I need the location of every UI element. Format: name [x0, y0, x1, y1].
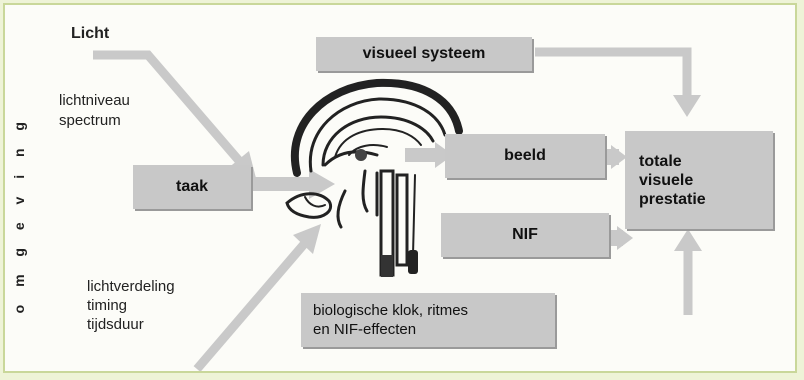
lichtniveau-label: lichtniveau	[59, 92, 130, 110]
arrow-verdeling-to-brain	[197, 243, 305, 369]
pineal-dot	[355, 149, 367, 161]
brainstem-base	[381, 255, 393, 277]
taak-label: taak	[176, 178, 208, 196]
bio-line-2: en NIF-effecten	[313, 320, 416, 339]
tijdsduur-label: tijdsduur	[87, 316, 144, 334]
beeld-label: beeld	[504, 147, 546, 165]
visueel-systeem-label: visueel systeem	[363, 45, 486, 63]
arrow-beeld-shaft	[405, 148, 439, 162]
nif-label: NIF	[512, 226, 538, 244]
bio-line-1: biologische klok, ritmes	[313, 301, 468, 320]
lichtverdeling-label: lichtverdeling	[87, 278, 175, 296]
omgeving-label: o m g e v i n g	[11, 115, 29, 313]
taak-box: taak	[133, 165, 251, 209]
brainstem-tip	[408, 250, 418, 274]
arrowhead-bottom	[674, 229, 702, 251]
totale-visuele-prestatie-box: totale visuele prestatie	[625, 131, 773, 229]
biologische-klok-box: biologische klok, ritmes en NIF-effecten	[301, 293, 555, 347]
diagram-frame: o m g e v i n g Licht lichtniveau spectr…	[3, 3, 797, 373]
totale-line-1: totale	[639, 152, 682, 171]
brainstem-right	[397, 175, 407, 265]
licht-label: Licht	[71, 25, 109, 43]
timing-label: timing	[87, 297, 127, 315]
arrowhead-visueel	[673, 95, 701, 117]
arrow-visueel-to-totale	[535, 52, 687, 97]
arrow-taak-shaft	[251, 177, 311, 191]
nif-box: NIF	[441, 213, 609, 257]
totale-line-3: prestatie	[639, 190, 706, 209]
visueel-systeem-box: visueel systeem	[316, 37, 532, 71]
arrowhead-nif-to-totale	[617, 226, 633, 250]
beeld-box: beeld	[445, 134, 605, 178]
spectrum-label: spectrum	[59, 112, 121, 130]
totale-line-2: visuele	[639, 171, 693, 190]
